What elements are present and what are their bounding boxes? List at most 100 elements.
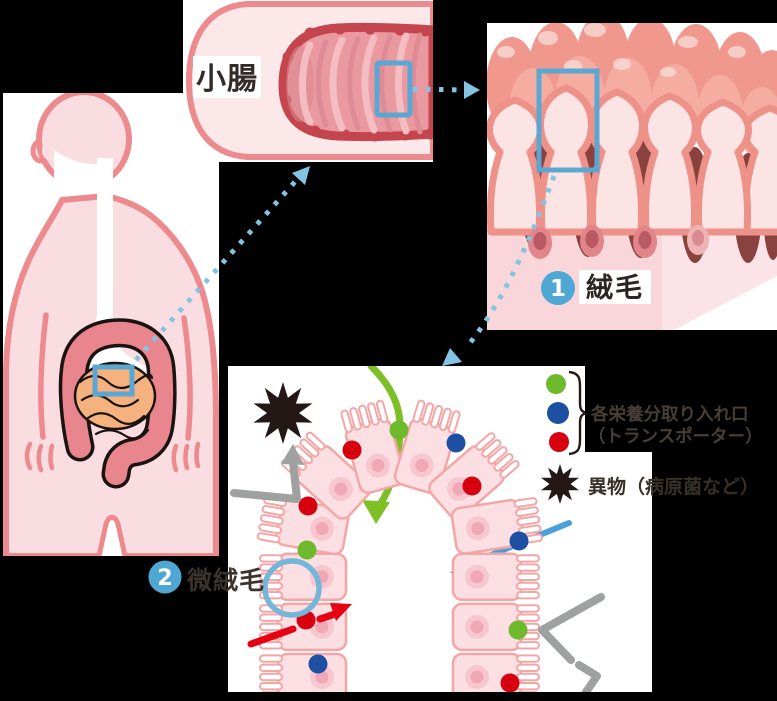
villus <box>537 84 595 236</box>
microvillus <box>493 453 514 472</box>
microvillus <box>259 622 283 632</box>
epithelial-cell <box>256 495 350 556</box>
legend-star <box>541 464 579 504</box>
zoom-arrow-body-to-intestine <box>134 173 303 362</box>
blocked-arrow-gray-right-tip <box>575 661 601 692</box>
blocked-arrow-gray-left <box>230 458 301 503</box>
transporter-dot-red <box>500 673 520 692</box>
body-zoom-highlight-rect <box>92 364 135 397</box>
villi-front-row <box>487 84 777 236</box>
transporter-dots <box>296 420 529 692</box>
microvillus <box>259 681 283 691</box>
zoom-arrows <box>134 81 557 366</box>
legend <box>541 370 588 504</box>
epithelial-cell <box>451 602 540 652</box>
blocked-arrow-gray-left-head <box>281 444 304 465</box>
transporter-dot-blue <box>446 433 466 453</box>
lumen-fold-highlights <box>299 32 410 135</box>
microvillus <box>475 432 496 451</box>
villus <box>694 98 752 236</box>
microvillus <box>487 446 508 465</box>
epithelial-cell <box>259 552 348 602</box>
colon <box>62 321 174 485</box>
legend-transporter-line2: （トランスポーター） <box>588 426 763 447</box>
microvillus <box>259 613 283 622</box>
microvillus <box>516 641 540 650</box>
foreign-body-star <box>253 382 313 444</box>
microvilli-label: 微絨毛 <box>186 566 265 595</box>
microvillus <box>515 506 539 517</box>
microvillus <box>516 590 540 600</box>
microvillus <box>516 554 540 563</box>
villi-label-box <box>579 270 651 304</box>
microvillus <box>516 515 541 527</box>
microvillus <box>259 654 283 663</box>
villi-badge-number: 1 <box>550 276 566 302</box>
microvilli-badge-number: 2 <box>157 566 172 591</box>
microvillus <box>259 554 283 563</box>
zoom-arrow-body-to-intestine-head <box>292 166 310 185</box>
legs-notch <box>96 514 128 556</box>
microvillus <box>516 613 540 622</box>
villi-zoom-highlight-rect <box>536 68 600 173</box>
nutrient-arrow-green-head <box>362 500 390 524</box>
villi-badge-circle <box>541 271 575 305</box>
back-row-highlights <box>497 23 746 58</box>
microvillus <box>349 407 362 431</box>
villi-label: 絨毛 <box>586 273 644 304</box>
microvillus <box>293 445 314 465</box>
left-hand-fingers <box>24 441 55 473</box>
microvilli-badge-circle <box>148 560 182 594</box>
microvilli-panel: 各栄養分取り入れ口 （トランスポーター） 異物（病原菌など） 2 微絨毛 <box>148 366 763 692</box>
zoom-arrow-intestine-to-villi <box>412 86 463 93</box>
microvillus <box>499 459 520 479</box>
villi-panel: 1 絨毛 <box>487 23 777 330</box>
microvillus <box>438 407 452 431</box>
epithelial-cell <box>450 497 544 555</box>
microvillus <box>375 399 389 424</box>
transporter-dot-red <box>298 496 318 516</box>
legend-dot-blue <box>547 402 569 424</box>
microvillus <box>258 523 283 535</box>
transporter-dot-blue <box>308 654 328 674</box>
zoom-arrow-villi-to-microvilli <box>464 175 557 350</box>
left-arm-line <box>38 312 49 440</box>
epithelial-cell-arch <box>256 399 544 692</box>
microvillus <box>421 402 435 426</box>
microvillus <box>516 581 540 591</box>
villus <box>487 96 544 236</box>
esophagus-silhouette <box>97 158 113 320</box>
transporter-dot-green <box>297 540 317 560</box>
intestine-panel: 小腸 <box>183 0 433 162</box>
transporter-dot-red <box>342 440 362 460</box>
microvillus <box>516 672 540 682</box>
microvillus <box>358 404 371 429</box>
microvillus <box>516 654 540 663</box>
microvillus <box>340 409 353 433</box>
lumen-fold-shadows <box>316 32 423 135</box>
transporter-dot-blue <box>509 531 529 551</box>
crypts <box>528 225 709 259</box>
right-arm-line <box>181 315 193 441</box>
microvillus <box>516 682 540 691</box>
blocked-arrow-gray-right <box>538 593 605 664</box>
intestine-label: 小腸 <box>196 62 258 97</box>
microvillus <box>259 672 283 682</box>
microvilli-highlight-circle <box>262 558 322 618</box>
microvillus <box>516 572 540 581</box>
microvillus <box>259 663 283 672</box>
right-hand-fingers <box>171 441 201 473</box>
microvillus <box>412 399 426 423</box>
transporter-dot-red <box>462 476 482 496</box>
microvillus <box>430 404 444 429</box>
body-panel <box>3 93 219 556</box>
nutrient-arrow-red <box>247 610 339 648</box>
legend-transporter-line1: 各栄養分取り入れ口 <box>590 404 749 425</box>
villus <box>641 92 699 236</box>
legend-dot-red <box>549 432 569 452</box>
transporter-dot-green <box>508 620 528 640</box>
epithelial-cell <box>340 399 406 494</box>
microvillus <box>305 431 326 451</box>
microvillus <box>259 514 284 526</box>
